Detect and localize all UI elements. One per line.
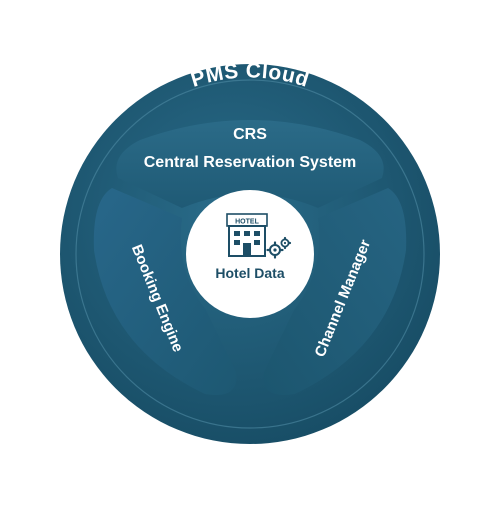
hotel-building-with-gears-icon — [226, 213, 292, 259]
segment-booking-engine — [93, 188, 237, 396]
hotel-sign-text: HOTEL — [235, 219, 259, 226]
segment-crs — [116, 120, 384, 208]
segment-channel-manager — [263, 188, 407, 396]
outer-ring-inner-line — [75, 79, 425, 429]
hotel-data-label: Hotel Data — [215, 265, 284, 281]
crs-subtitle: Central Reservation System — [144, 154, 357, 171]
crs-label: CRS — [233, 126, 267, 143]
